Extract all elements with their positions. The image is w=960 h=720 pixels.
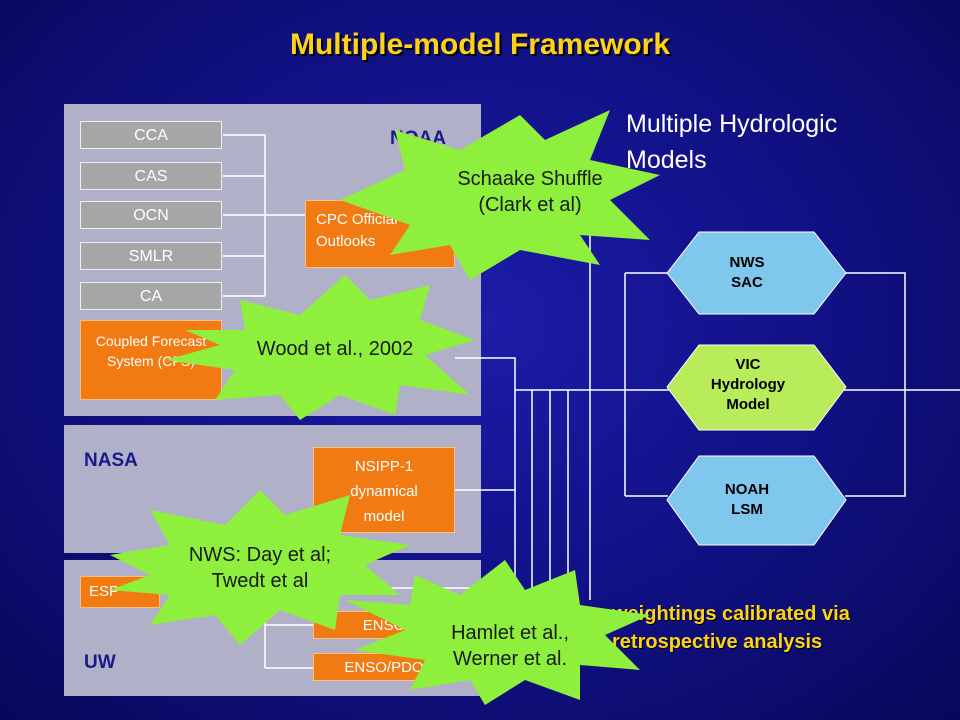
hamlet-label: Hamlet et al., Werner et al. [451, 622, 569, 670]
weightings-text: weightings calibrated via retrospective … [612, 603, 850, 653]
ca-box: CA [80, 282, 222, 310]
cas-box: CAS [80, 162, 222, 190]
nws-day-label: NWS: Day et al; Twedt et al [188, 544, 332, 592]
vic-hex [666, 344, 847, 431]
nasa-label: NASA [84, 450, 138, 471]
ocn-box: OCN [80, 201, 222, 229]
cca-box: CCA [80, 121, 222, 149]
uw-label: UW [84, 652, 116, 673]
hydro-models-header: Multiple Hydrologic Models [626, 110, 838, 174]
hamlet-burst [345, 560, 650, 705]
page-title: Multiple-model Framework [289, 28, 671, 61]
nws-sac-label: NWS SAC [729, 254, 765, 291]
noah-lsm-label: NOAH LSM [724, 481, 770, 518]
schaake-burst [340, 110, 660, 280]
wood-burst [165, 275, 475, 420]
nsipp-box: NSIPP-1 dynamical model [313, 447, 455, 533]
nws-day-burst [110, 490, 410, 645]
noah-lsm-hex [666, 455, 847, 546]
smlr-box: SMLR [80, 242, 222, 270]
vic-label: VIC Hydrology Model [710, 356, 786, 413]
schaake-label: Schaake Shuffle (Clark et al) [457, 168, 603, 216]
nws-sac-hex [666, 231, 847, 315]
wood-label: Wood et al., 2002 [256, 338, 414, 360]
